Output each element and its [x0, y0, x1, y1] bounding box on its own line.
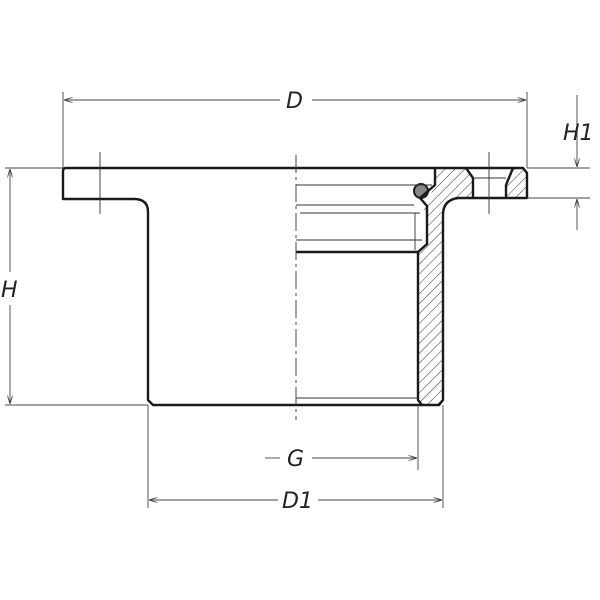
flange-right-hatch: [506, 168, 527, 198]
dimension-h-label: H: [1, 278, 18, 303]
dimension-h1-label: H1: [563, 121, 594, 146]
dimension-d1-label: D1: [282, 489, 313, 514]
outer-outline: [61, 166, 529, 407]
section-hatch: [418, 168, 473, 405]
dimension-g-label: G: [287, 447, 304, 472]
dimension-d-label: D: [286, 89, 303, 114]
